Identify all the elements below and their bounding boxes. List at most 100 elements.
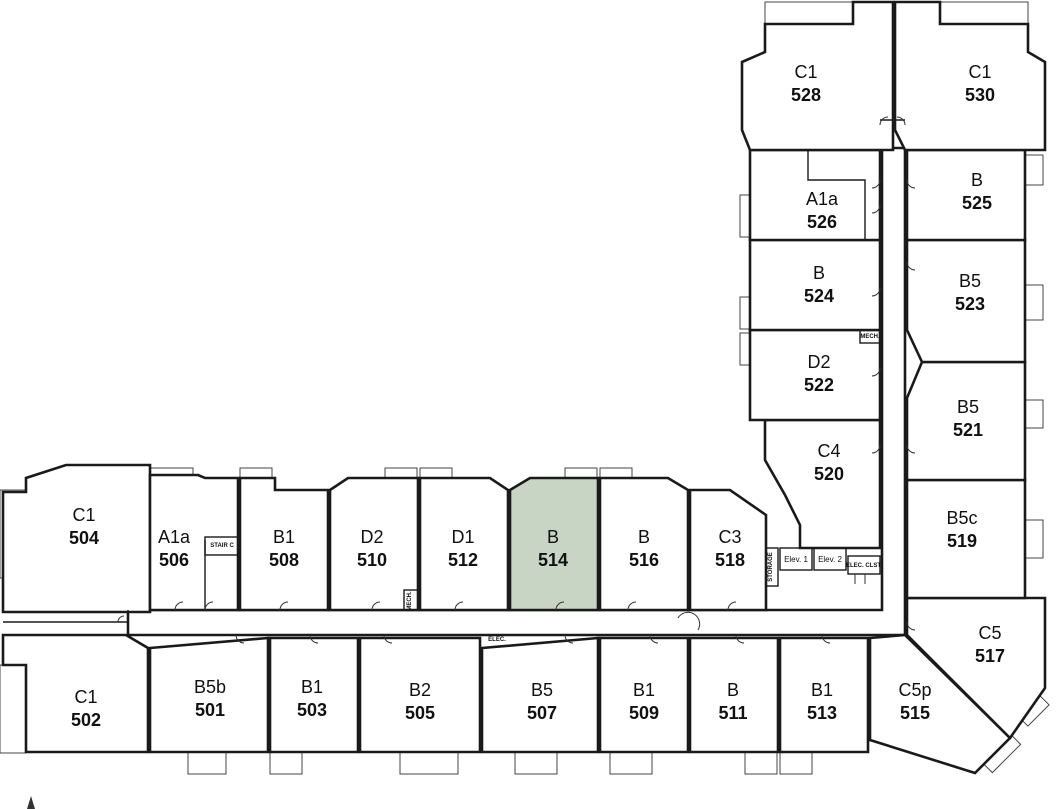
svg-text:B1: B1 [811,680,833,700]
elec-closet-label: ELEC. CLST. [846,563,882,569]
room-512[interactable] [418,476,510,612]
doors [117,116,916,644]
room-521[interactable] [905,360,1027,482]
room-530[interactable] [893,0,1047,152]
room-509[interactable] [598,636,690,754]
svg-text:513: 513 [807,703,837,723]
room-514[interactable] [508,476,600,612]
svg-text:B: B [727,680,739,700]
elevator-1-label: Elev. 1 [784,555,808,564]
svg-text:508: 508 [269,550,299,570]
svg-text:515: 515 [900,703,930,723]
room-501[interactable] [148,636,270,754]
mech-label-2: MECH. [860,334,880,340]
svg-text:502: 502 [71,710,101,730]
svg-text:510: 510 [357,550,387,570]
svg-text:B5: B5 [531,680,553,700]
svg-text:B1: B1 [301,677,323,697]
stair-c-label: STAIR C [210,543,234,549]
svg-text:521: 521 [953,420,983,440]
svg-text:C4: C4 [817,441,840,461]
svg-text:B: B [971,170,983,190]
svg-text:514: 514 [538,550,568,570]
svg-text:B: B [638,527,650,547]
svg-text:503: 503 [297,700,327,720]
room-524[interactable] [748,238,882,332]
svg-text:A1a: A1a [158,527,191,547]
svg-text:A1a: A1a [806,189,839,209]
svg-text:525: 525 [962,193,992,213]
svg-text:519: 519 [947,531,977,551]
unit-label-516: B 516 [629,527,659,570]
room-508[interactable] [238,476,330,612]
storage-label: STORAGE [768,552,774,582]
svg-text:B1: B1 [633,680,655,700]
svg-text:B5: B5 [957,397,979,417]
svg-text:518: 518 [715,550,745,570]
svg-text:517: 517 [975,646,1005,666]
room-503[interactable] [268,636,360,754]
svg-text:C3: C3 [718,527,741,547]
room-502[interactable] [1,633,150,754]
unit-label-514: B 514 [538,527,568,570]
svg-text:509: 509 [629,703,659,723]
svg-text:512: 512 [448,550,478,570]
svg-text:505: 505 [405,703,435,723]
room-528[interactable] [740,0,895,152]
svg-text:528: 528 [791,85,821,105]
svg-text:C1: C1 [794,62,817,82]
unit-label-525: B 525 [962,170,992,213]
svg-text:C1: C1 [968,62,991,82]
svg-text:506: 506 [159,550,189,570]
mech-label-1: MECH. [407,591,413,611]
room-507[interactable] [480,636,600,754]
svg-text:D2: D2 [807,352,830,372]
room-511[interactable] [688,636,780,754]
svg-text:B5c: B5c [946,508,977,528]
room-520[interactable] [763,418,882,550]
svg-text:522: 522 [804,375,834,395]
svg-text:C5: C5 [978,623,1001,643]
room-513[interactable] [778,636,870,754]
svg-text:B5: B5 [959,271,981,291]
svg-text:501: 501 [195,700,225,720]
room-516[interactable] [598,476,690,612]
room-504[interactable] [1,463,152,614]
svg-text:524: 524 [804,286,834,306]
service-labels: STAIR C MECH. MECH. ELEC. STORAGE Elev. … [210,334,882,643]
svg-text:B: B [547,527,559,547]
room-506[interactable] [148,473,240,612]
svg-text:511: 511 [718,703,747,723]
svg-text:523: 523 [955,294,985,314]
svg-text:D1: D1 [451,527,474,547]
room-505[interactable] [358,636,482,754]
svg-text:504: 504 [69,528,99,548]
room-515[interactable] [868,633,1012,775]
svg-text:516: 516 [629,550,659,570]
room-510[interactable] [328,476,420,612]
svg-text:B1: B1 [273,527,295,547]
svg-text:507: 507 [527,703,557,723]
